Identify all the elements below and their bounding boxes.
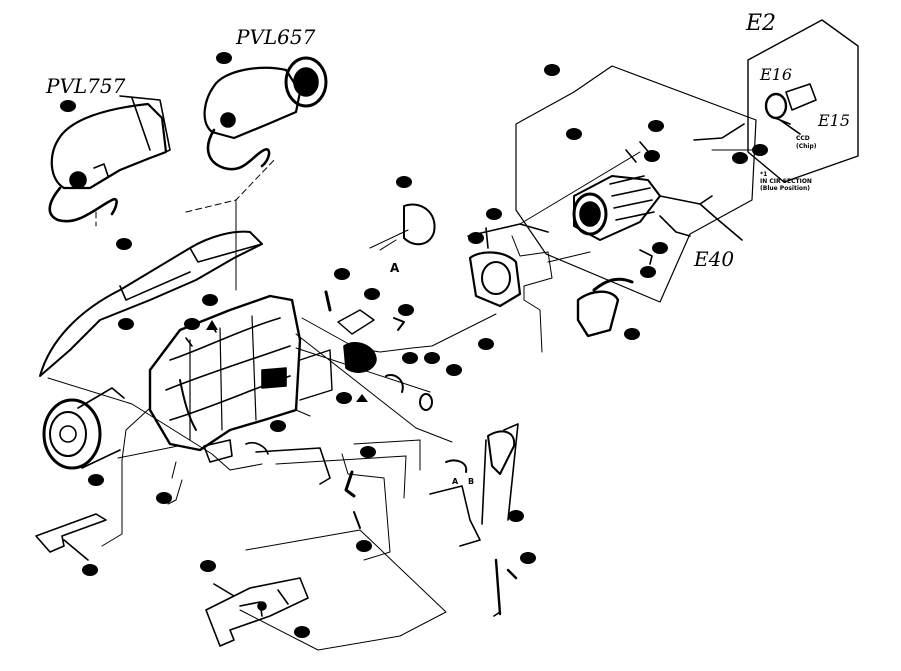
leader-lines: [47, 149, 753, 651]
callout-markers: [60, 52, 768, 638]
label-view-a-lower: A: [452, 477, 459, 486]
lens-block-e40: [515, 65, 757, 303]
caution-triangles: [206, 320, 368, 402]
viewfinder-pvl657: [203, 56, 328, 171]
label-view-b: B: [468, 477, 474, 486]
label-e16: E16: [759, 65, 792, 84]
main-chassis: [148, 294, 333, 463]
front-lens-ring: [42, 387, 125, 470]
viewfinder-pvl757: [48, 95, 171, 223]
left-bracket: [35, 513, 107, 561]
label-e2: E2: [745, 11, 776, 36]
label-section-sub: (Blue Position): [760, 185, 810, 192]
lower-mechanism-parts: [245, 423, 519, 617]
label-e15: E15: [817, 111, 850, 130]
label-pvl657: PVL657: [235, 25, 316, 49]
label-ccd: CCD: [796, 135, 810, 142]
label-star: *1: [760, 171, 767, 178]
label-view-a-upper: A: [390, 261, 400, 275]
ccd-group-e2: [747, 19, 859, 183]
top-cover: [39, 230, 263, 377]
bottom-bracket: [205, 577, 309, 647]
label-e40: E40: [693, 247, 734, 271]
label-pvl757: PVL757: [45, 74, 126, 98]
label-ccd-sub: (Chip): [796, 143, 817, 150]
label-section: IN CIR SECTION: [760, 178, 812, 185]
mid-mechanism-parts: [324, 203, 634, 411]
